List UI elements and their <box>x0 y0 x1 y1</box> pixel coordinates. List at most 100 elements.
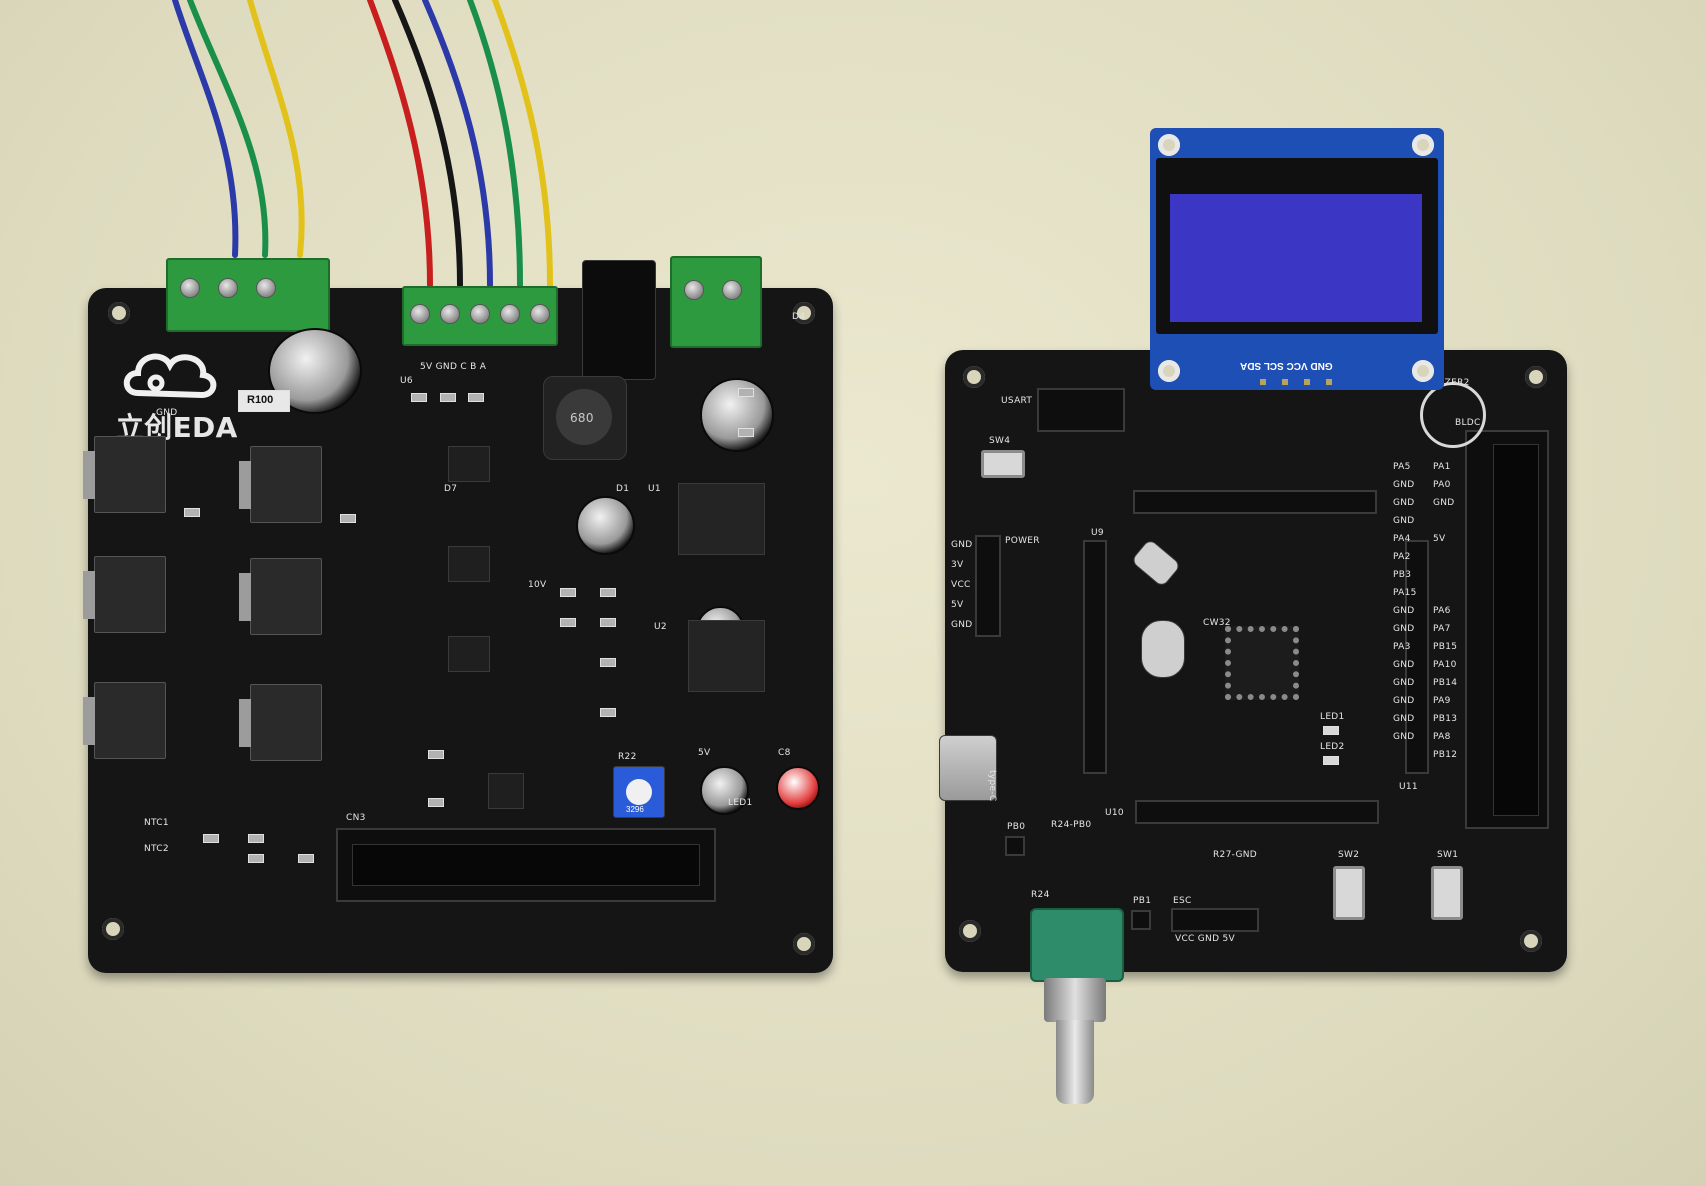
wire-bundle <box>172 0 553 288</box>
left-pin-2: VCC <box>951 580 971 590</box>
pin1-14: GND <box>1393 714 1415 724</box>
pin1-10: PA3 <box>1393 642 1411 652</box>
esc-label: ESC <box>1173 896 1192 906</box>
mosfet-5 <box>83 682 166 759</box>
pin1-1: GND <box>1393 480 1415 490</box>
esc-header[interactable] <box>1171 908 1259 932</box>
motor-driver-board: 立创EDA 5V GND C B A U6 C8 <box>83 256 833 973</box>
header-top-row[interactable] <box>1133 490 1377 514</box>
crystal-1 <box>1141 620 1185 678</box>
mosfet-3 <box>83 556 166 633</box>
usb-typec-port[interactable] <box>939 735 997 801</box>
header-u10[interactable] <box>1135 800 1379 824</box>
mosfet-1 <box>83 436 166 513</box>
usart-header[interactable] <box>1037 388 1125 432</box>
rotary-potentiometer[interactable] <box>1030 908 1124 1108</box>
esc-pins-label: VCC GND 5V <box>1175 934 1235 944</box>
power-inductor: 680 <box>543 376 627 460</box>
pin2-11: PA8 <box>1433 732 1451 742</box>
usart-label: USART <box>1001 396 1033 406</box>
oled-module: GND VCC SCL SDA <box>1150 128 1444 390</box>
trimmer-potentiometer: 3296 <box>613 766 665 818</box>
gnd-label: GND <box>156 408 178 418</box>
inductor-label: 680 <box>570 411 594 425</box>
mount-hole-bl <box>102 918 124 940</box>
pin2-6: PB15 <box>1433 642 1458 652</box>
pin1-0: PA5 <box>1393 462 1411 472</box>
smd-r13 <box>203 834 219 843</box>
oled-pins <box>1258 376 1342 388</box>
smd-r10 <box>184 508 200 517</box>
wire-blue-2 <box>422 0 493 288</box>
wire-blue-1 <box>172 0 239 258</box>
r24pb0-label: R24-PB0 <box>1051 820 1092 830</box>
shunt-label: R100 <box>247 394 274 406</box>
controller-board: USART SW4 POWER GND 3V VCC 5V GND U9 U10… <box>939 350 1567 972</box>
sw2-button[interactable] <box>1333 866 1365 920</box>
smd-r16 <box>428 750 444 759</box>
wire-black <box>392 0 463 288</box>
mount-hole-r-tr <box>1525 366 1547 388</box>
pin2-8: PB14 <box>1433 678 1458 688</box>
smd-c1 <box>600 588 616 597</box>
mcu-chip <box>1225 626 1299 700</box>
pin2-7: PA10 <box>1433 660 1457 670</box>
smd-c5 <box>738 388 754 397</box>
pb1-label: PB1 <box>1133 896 1152 906</box>
pb0-label: PB0 <box>1007 822 1026 832</box>
smd-r24 <box>440 393 456 402</box>
power-select-header[interactable] <box>975 535 1001 637</box>
idc-header-bldc[interactable] <box>1465 430 1549 829</box>
led2 <box>1323 756 1339 765</box>
regulator-u2 <box>688 620 765 692</box>
pot-body <box>1030 908 1124 982</box>
pin1-3: GND <box>1393 516 1415 526</box>
header-u11[interactable] <box>1405 540 1429 774</box>
d7-label: D7 <box>444 484 458 494</box>
led1 <box>1323 726 1339 735</box>
sw4-button[interactable] <box>981 450 1025 478</box>
u6-label: U6 <box>400 376 413 386</box>
d1-label: D1 <box>616 484 630 494</box>
pin2-4: PA6 <box>1433 606 1451 616</box>
smd-r31 <box>600 618 616 627</box>
wire-green-2 <box>467 0 523 288</box>
terminal-block-2pin <box>670 256 762 348</box>
wire-yellow-1 <box>247 0 305 258</box>
electrolytic-capacitor-3 <box>576 496 635 555</box>
ten-v-label: 10V <box>528 580 547 590</box>
left-pin-0: GND <box>951 540 973 550</box>
u10-label: U10 <box>1105 808 1124 818</box>
mount-hole-tr <box>793 302 815 324</box>
left-pin-4: GND <box>951 620 973 630</box>
smd-r30 <box>600 658 616 667</box>
pin2-1: PA0 <box>1433 480 1451 490</box>
gate-driver-ic-3 <box>448 636 490 672</box>
mosfet-4 <box>239 558 322 635</box>
shunt-resistor: R100 <box>238 390 290 412</box>
electrolytic-capacitor-red <box>776 766 820 810</box>
cloud-logo-icon <box>123 353 217 399</box>
smd-r23 <box>411 393 427 402</box>
pb0-pad[interactable] <box>1005 836 1025 856</box>
sw1-button[interactable] <box>1431 866 1463 920</box>
pin1-13: GND <box>1393 696 1415 706</box>
pin2-5: PA7 <box>1433 624 1451 634</box>
pin2-2: GND <box>1433 498 1455 508</box>
u9-label: U9 <box>1091 528 1104 538</box>
header-u9[interactable] <box>1083 540 1107 774</box>
electrolytic-capacitor-2 <box>700 378 774 452</box>
gate-driver-ic-2 <box>448 546 490 582</box>
idc-header-cn3[interactable] <box>336 828 716 902</box>
ntc2-label: NTC2 <box>144 844 169 854</box>
oled-glass <box>1156 158 1438 334</box>
wire-green-1 <box>187 0 269 258</box>
pot-label: 3296 <box>626 805 644 814</box>
pb1-pad[interactable] <box>1131 910 1151 930</box>
pot-collar <box>1044 978 1106 1022</box>
mosfet-2 <box>239 446 322 523</box>
pin1-11: GND <box>1393 660 1415 670</box>
smd-r29 <box>600 708 616 717</box>
pin1-7: PA15 <box>1393 588 1417 598</box>
